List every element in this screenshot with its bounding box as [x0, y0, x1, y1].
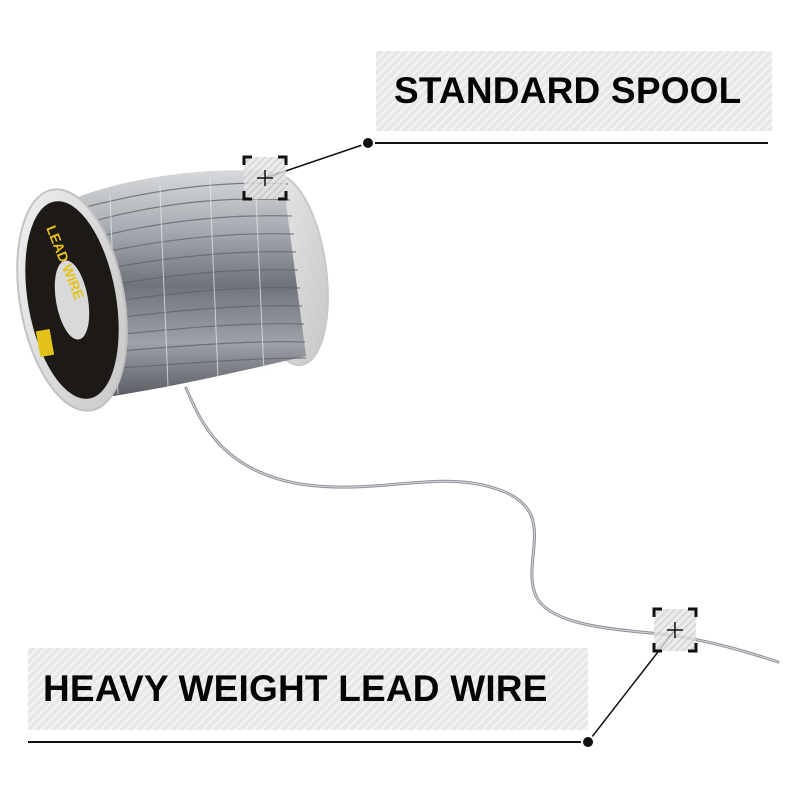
heavy-weight-lead-wire-label: HEAVY WEIGHT LEAD WIRE: [43, 668, 548, 709]
lead-wire-callout: HEAVY WEIGHT LEAD WIRE: [28, 648, 588, 730]
spool-left-flange: LEAD WIRE: [16, 188, 128, 412]
crosshair-icon: [242, 155, 288, 201]
spool-hub-icon: [54, 260, 90, 340]
standard-spool-callout: STANDARD SPOOL: [376, 51, 772, 131]
crosshair-icon: [652, 607, 698, 653]
standard-spool-label: STANDARD SPOOL: [394, 70, 742, 111]
top-callout-leader: [264, 136, 768, 179]
